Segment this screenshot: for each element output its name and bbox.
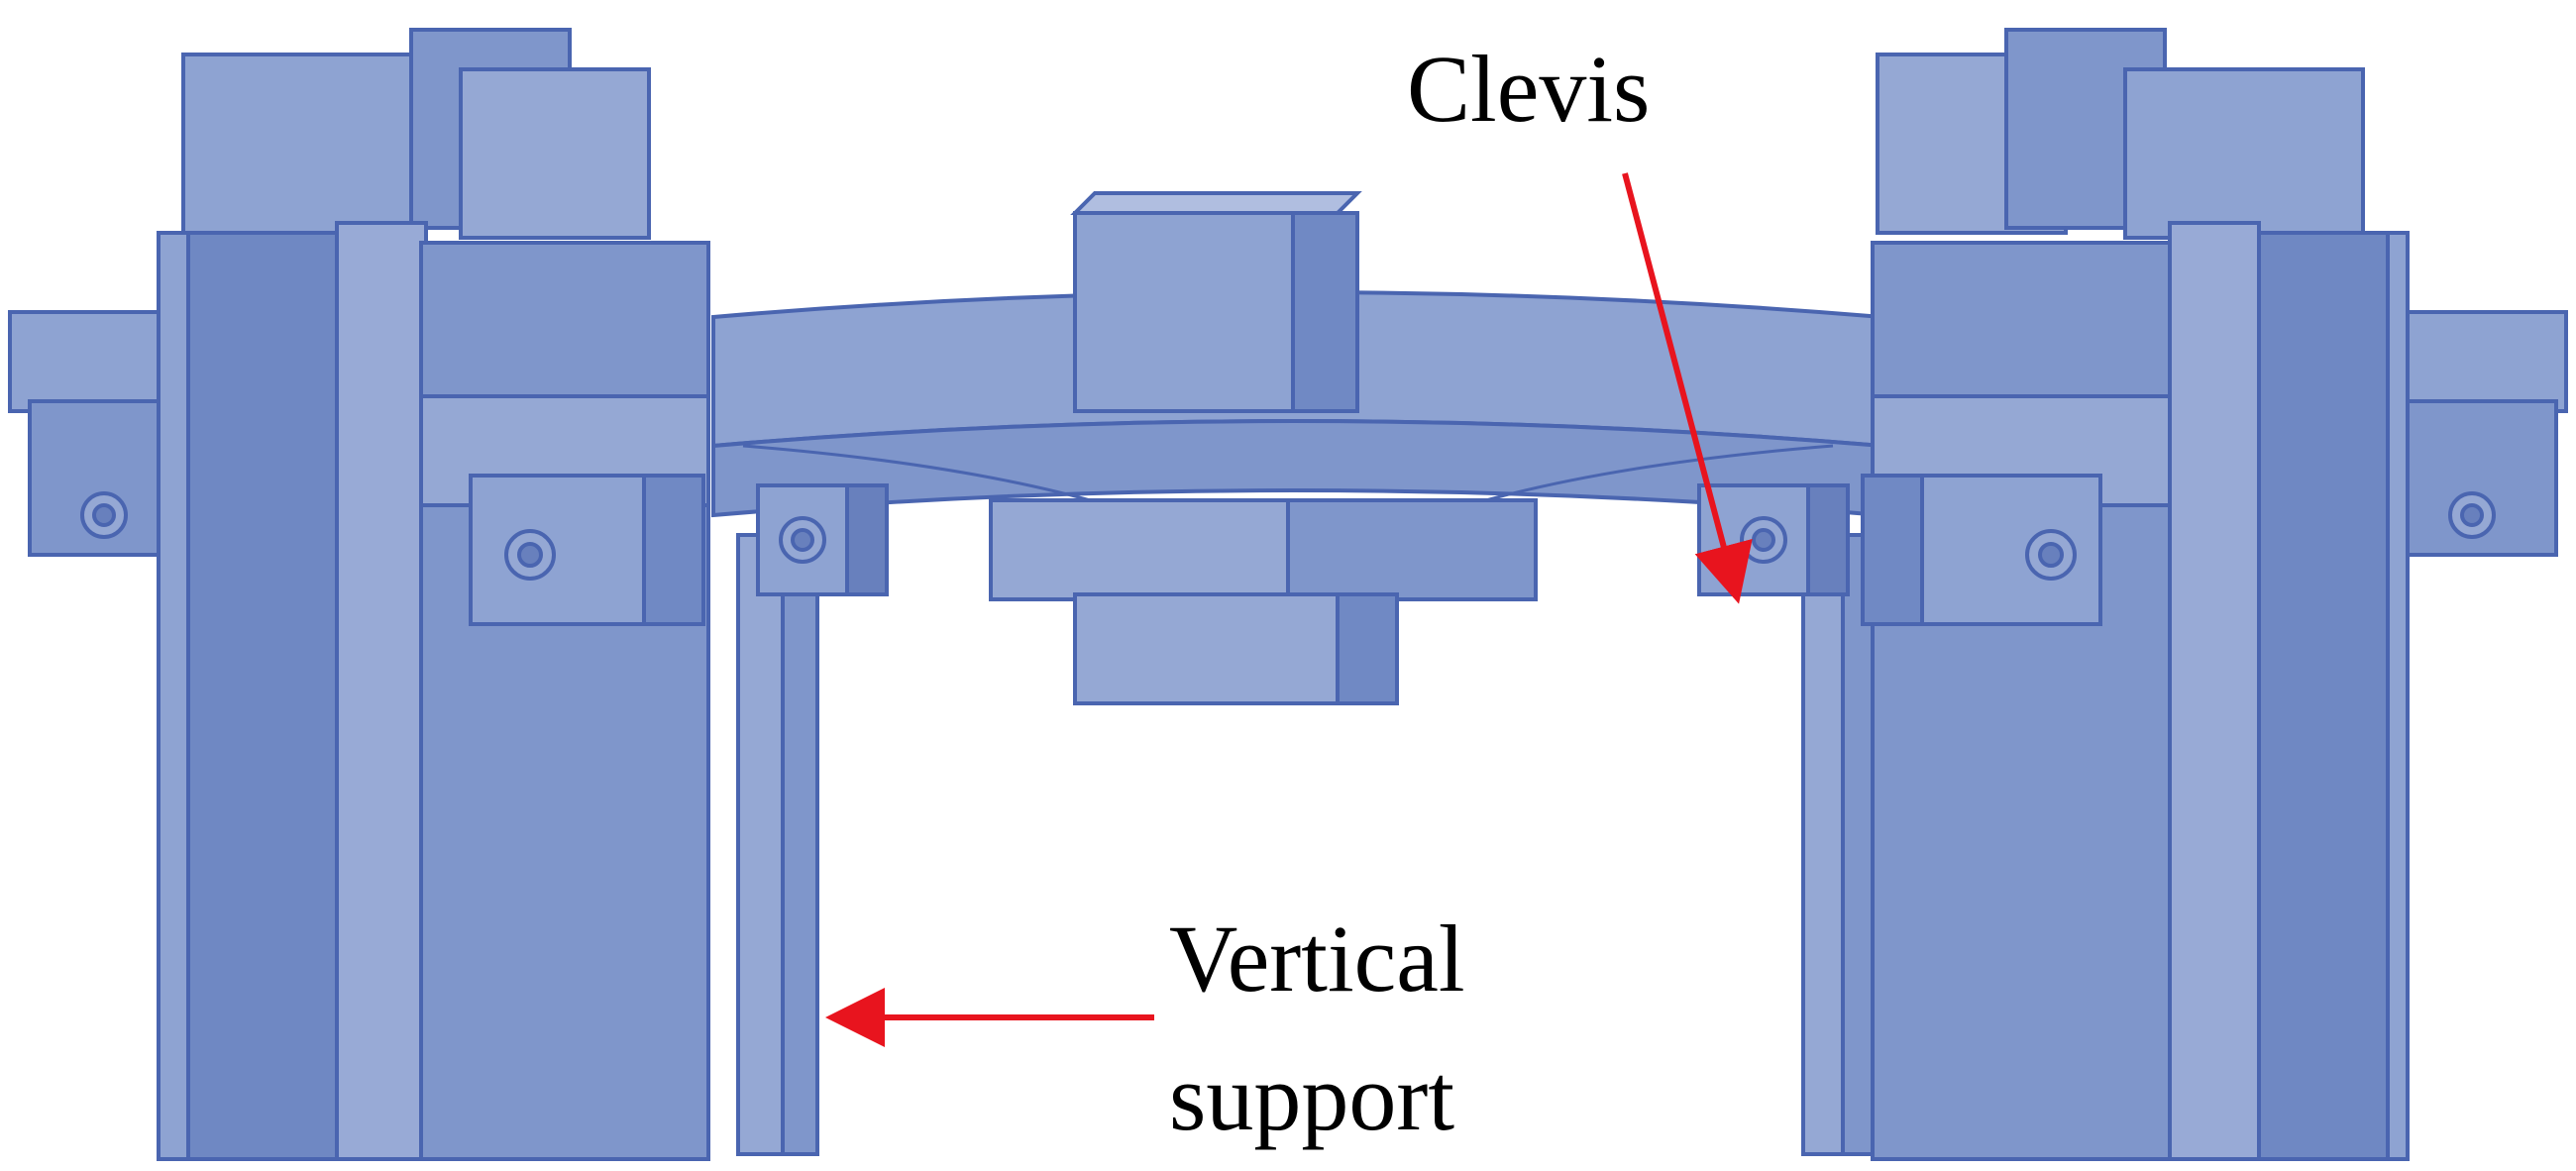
central-cube	[1070, 191, 1399, 705]
left-vertical-support	[736, 533, 819, 1156]
right-column	[1861, 28, 2568, 1161]
central-beam	[711, 290, 1884, 601]
left-column	[8, 28, 710, 1161]
clevis-label: Clevis	[1407, 36, 1651, 142]
left-clevis	[756, 483, 889, 596]
vertical-support-label-line2: support	[1169, 1044, 1454, 1150]
vertical-support-label-line1: Vertical	[1169, 905, 1465, 1011]
clevis-callout-arrow	[1622, 172, 1753, 604]
